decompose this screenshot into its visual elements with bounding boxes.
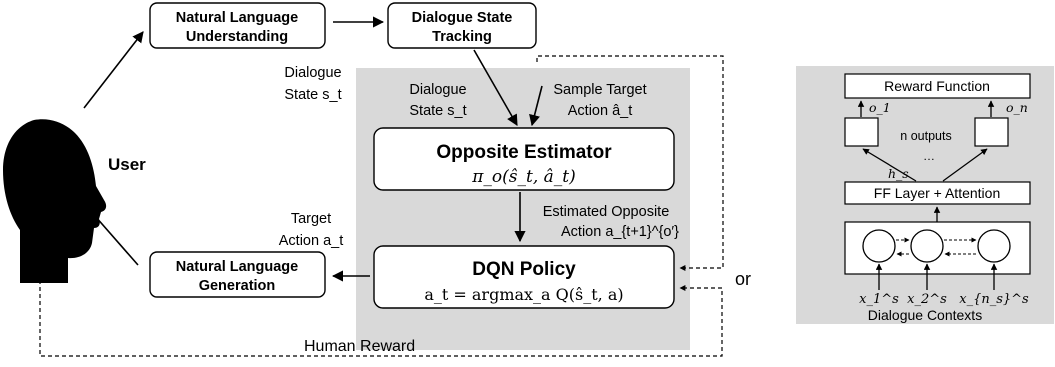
dqn-policy-formula: a_t = argmax_a Q(ŝ_t, a) — [424, 285, 623, 304]
reward-model-connection — [536, 55, 724, 271]
reward-function-box — [844, 73, 1031, 99]
dialogue-contexts-label: Dialogue Contexts — [868, 307, 982, 323]
dst-line1: Dialogue State — [412, 10, 513, 26]
dialogue-state-outer-line1: Dialogue — [284, 65, 341, 81]
estimated-opposite-action-line2: Action a_{t+1}^{o′} — [561, 224, 679, 240]
dialogue-state-outer-line2: State s_t — [284, 87, 341, 103]
opposite-estimator-formula: π_o(ŝ_t, â_t) — [471, 167, 576, 187]
arrow-sample-to-estimator — [529, 85, 543, 127]
target-action-line2: Action a_t — [279, 233, 344, 249]
reward-model: Reward Function o_1 o_n n outputs … h_s … — [844, 73, 1031, 323]
user-head-icon — [3, 119, 107, 284]
input-x2: x_2^s — [907, 292, 947, 307]
sample-target-action-line1: Sample Target — [553, 82, 646, 98]
dst-line2: Tracking — [432, 29, 492, 45]
arrow-hs-right — [942, 148, 988, 182]
sample-target-action-line2: Action â_t — [568, 103, 633, 119]
arrow-user-to-nlu — [83, 31, 144, 109]
n-outputs-label: n outputs — [900, 129, 951, 143]
output-1-label: o_1 — [869, 100, 891, 115]
input-xn: x_{n_s}^s — [959, 292, 1029, 307]
dqn-policy-box: DQN Policy a_t = argmax_a Q(ŝ_t, a) — [373, 245, 675, 309]
nlu-line1: Natural Language — [176, 10, 298, 26]
dialogue-state-inner-line2: State s_t — [409, 103, 466, 119]
input-x1: x_1^s — [859, 292, 899, 307]
estimated-opposite-action-line1: Estimated Opposite — [543, 204, 670, 220]
nlu-line2: Understanding — [186, 29, 288, 45]
dialogue-state-inner-line1: Dialogue — [409, 82, 466, 98]
target-action-line1: Target — [291, 211, 331, 227]
ff-layer-box — [844, 181, 1031, 205]
dst-box: Dialogue State Tracking — [387, 2, 537, 49]
reward-function-label: Reward Function — [884, 78, 990, 94]
opposite-estimator-box: Opposite Estimator π_o(ŝ_t, â_t) — [373, 127, 675, 191]
nlg-box: Natural Language Generation — [149, 251, 326, 298]
ff-layer-label: FF Layer + Attention — [874, 185, 1000, 201]
output-box-1 — [844, 117, 879, 147]
human-reward-loop — [39, 238, 723, 357]
rnn-cell-2 — [910, 229, 944, 263]
dqn-policy-title: DQN Policy — [472, 259, 576, 280]
or-label: or — [735, 269, 751, 289]
nlg-line1: Natural Language — [176, 259, 298, 275]
arrow-nlg-to-user — [87, 207, 139, 266]
human-reward-label: Human Reward — [304, 338, 415, 355]
user-label: User — [108, 155, 146, 174]
rnn-cell-1 — [862, 229, 896, 263]
opposite-estimator-title: Opposite Estimator — [436, 142, 612, 163]
nlu-box: Natural Language Understanding — [149, 2, 326, 49]
output-box-n — [974, 117, 1009, 147]
arrow-hs-left — [862, 148, 917, 182]
rnn-cell-n — [977, 229, 1011, 263]
hidden-label: h_s — [888, 166, 909, 181]
output-n-label: o_n — [1006, 100, 1028, 115]
arrow-dst-to-estimator — [473, 49, 518, 126]
ellipsis-label: … — [923, 149, 935, 163]
nlg-line2: Generation — [199, 278, 276, 294]
